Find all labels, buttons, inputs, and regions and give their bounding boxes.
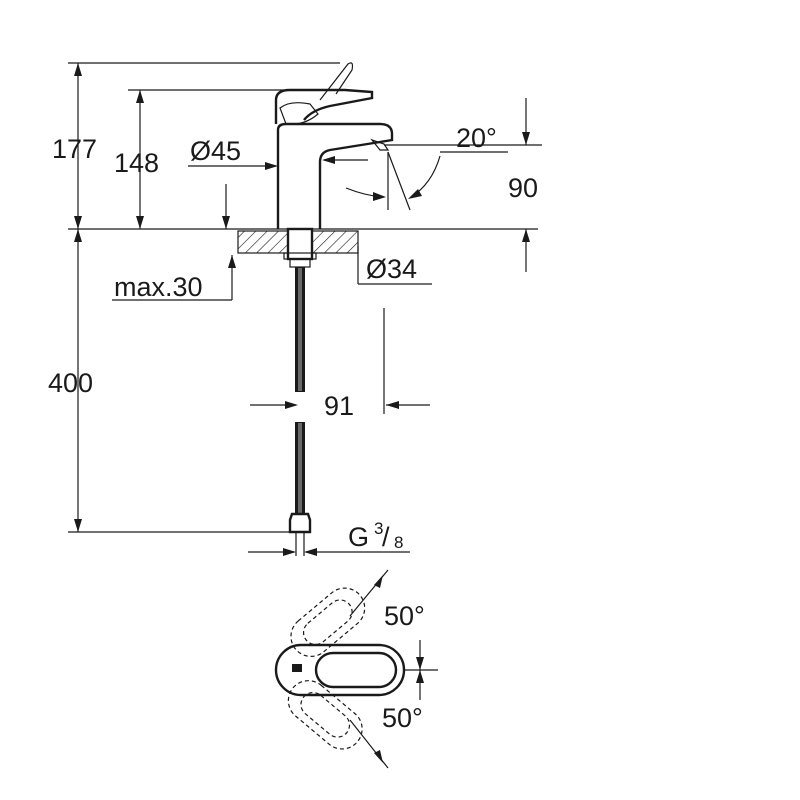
lever-rotation-up-label: 50° [384, 601, 425, 631]
dimension-hose-offset [250, 308, 430, 414]
body-diameter-label: Ø45 [190, 136, 241, 166]
dimension-total-height [68, 62, 340, 229]
countertop-section [237, 230, 359, 254]
thread-numerator: 3 [374, 519, 383, 538]
top-view-lever [274, 569, 438, 769]
dimension-hole-diameter [357, 246, 432, 285]
hose-offset-label: 91 [324, 391, 354, 421]
connection-thread-label: G [348, 522, 369, 552]
dimension-spout-angle [345, 151, 508, 211]
max-thickness-label: max.30 [114, 272, 203, 302]
thread-slash: / [382, 522, 390, 552]
supply-hose [288, 267, 312, 556]
dimension-connection-thread [248, 548, 410, 556]
spout-clearance-label: 90 [508, 173, 538, 203]
thread-denominator: 8 [394, 533, 403, 552]
dimension-spout-height [128, 89, 288, 229]
faucet-body [274, 62, 394, 229]
dimension-spout-clearance [384, 98, 542, 272]
spout-angle-label: 20° [456, 123, 497, 153]
lever-rotation-down-label: 50° [382, 703, 423, 733]
hose-length-label: 400 [48, 368, 93, 398]
spout-height-label: 148 [114, 148, 159, 178]
hole-diameter-label: Ø34 [366, 254, 417, 284]
dimension-body-diameter [188, 156, 368, 170]
mounting-shank [283, 227, 317, 268]
dimension-max-thickness [112, 184, 236, 301]
dimension-hose-length [68, 229, 290, 533]
total-height-label: 177 [52, 134, 97, 164]
